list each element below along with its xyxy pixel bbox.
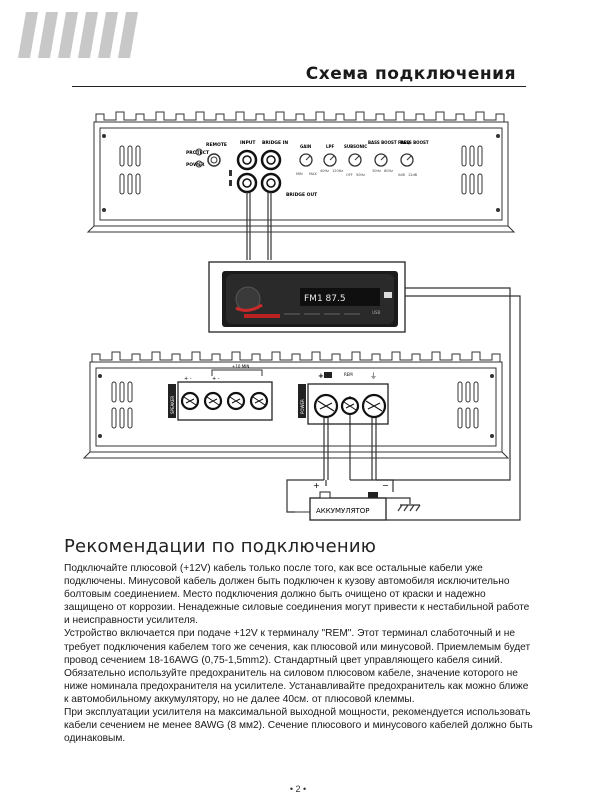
amplifier-top: PROTECT POWER REMOTE INPUT BRIDGE IN BRI… (86, 111, 516, 233)
rca-input-left-icon (236, 149, 258, 171)
bridge-note: +10 MIN (232, 364, 249, 369)
bass-boost-freq-knob-icon (374, 153, 388, 167)
head-unit: FM1 87.5 USB (208, 261, 406, 333)
bass-boost-knob-icon (400, 153, 414, 167)
svg-text:+ -: + - (184, 376, 192, 382)
head-unit-display: FM1 87.5 (304, 294, 346, 304)
paragraph-cable-size: При эксплуатации усилителя на максимальн… (64, 707, 533, 745)
battery-label: АККУМУЛЯТОР (316, 507, 369, 515)
bridge-in-label: BRIDGE IN (262, 140, 288, 146)
battery: + − АККУМУЛЯТОР (309, 481, 389, 521)
wiring-diagram: PROTECT POWER REMOTE INPUT BRIDGE IN BRI… (82, 111, 521, 521)
protect-label: PROTECT (186, 150, 210, 156)
header-stripes-decoration (18, 12, 138, 58)
svg-text:+ -: + - (212, 376, 220, 382)
bass-boost-max: 12dB (408, 173, 418, 177)
bass-boost-freq-label: BASS BOOST FREQ (368, 140, 411, 145)
section-title: Рекомендации по подключению (64, 536, 377, 557)
paragraph-positive-cable: Подключайте плюсовой (+12V) кабель тольк… (64, 563, 530, 627)
protect-led-icon (195, 148, 203, 156)
page-title: Схема подключения (305, 64, 516, 84)
bass-freq-max: 80Hz (384, 169, 393, 173)
power-block-label: POWER (300, 399, 305, 414)
input-label: INPUT (240, 140, 256, 146)
gain-min: MIN (296, 172, 303, 176)
rca-bridge-in-left-icon (260, 149, 282, 171)
amplifier-bottom: SPEAKER +10 MIN + - + - POWER + REM ⏚ (82, 351, 510, 459)
svg-text:USB: USB (372, 310, 380, 315)
paragraph-rem-terminal: Устройство включается при подаче +12V к … (64, 628, 531, 666)
ground-icon: ⏚ (370, 372, 377, 380)
power-led-icon (195, 160, 203, 168)
rca-bridge-out-icon (260, 172, 282, 194)
battery-plus-label: + (313, 481, 320, 490)
bass-freq-min: 30Hz (372, 169, 381, 173)
subsonic-min: OFF (346, 173, 353, 177)
lpf-label: LPF (326, 144, 334, 149)
gain-max: MAX (309, 172, 317, 176)
chassis-ground-icon (397, 504, 421, 512)
speaker-label: SPEAKER (170, 396, 175, 414)
paragraph-fuse: Обязательно используйте предохранитель н… (64, 667, 529, 705)
lpf-knob-icon (323, 153, 337, 167)
remote-label: REMOTE (206, 142, 227, 148)
lpf-min: 40Hz (320, 169, 329, 173)
subsonic-max: 50Hz (356, 173, 365, 177)
fuse-icon (324, 372, 332, 378)
bass-boost-min: 0dB (398, 173, 405, 177)
lpf-max: 120Hz (332, 169, 343, 173)
bass-boost-label: BASS BOOST (400, 140, 429, 145)
bridge-out-label: BRIDGE OUT (286, 192, 318, 198)
speaker-terminals (180, 391, 269, 411)
battery-minus-label: − (382, 481, 389, 490)
subsonic-knob-icon (348, 153, 362, 167)
header-divider (72, 86, 526, 87)
subsonic-label: SUBSONIC (344, 144, 367, 149)
page-number: • 2 • (289, 784, 307, 794)
gain-label: GAIN (300, 144, 311, 149)
recommendations-text: Подключайте плюсовой (+12V) кабель тольк… (64, 562, 534, 745)
gain-knob-icon (299, 153, 313, 167)
rca-input-right-icon (236, 172, 258, 194)
remote-jack-icon (207, 153, 221, 167)
rem-label: REM (344, 372, 353, 377)
power-led-label: POWER (186, 162, 205, 168)
terminal-plus-label: + (318, 372, 324, 380)
